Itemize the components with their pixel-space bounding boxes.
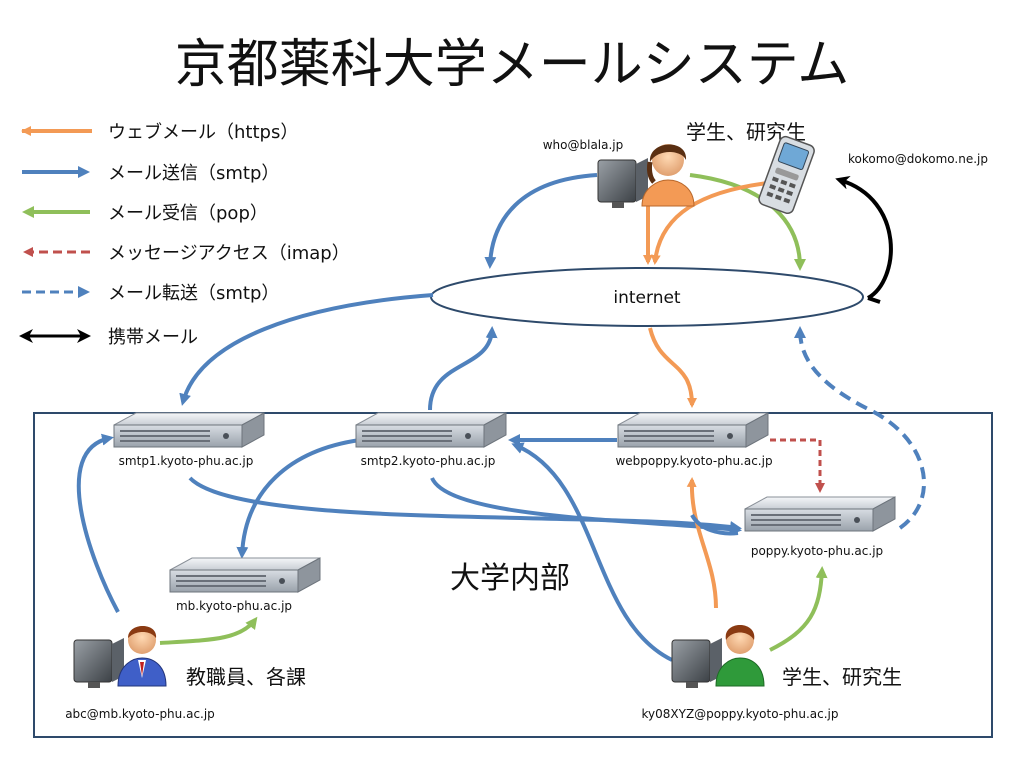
arrow-poppy-student (769, 566, 828, 652)
server-label: smtp2.kyoto-phu.ac.jp (361, 454, 496, 468)
legend-item-imap: メッセージアクセス（imap） (23, 243, 350, 264)
server-icon (169, 557, 321, 593)
server-icon (355, 412, 507, 448)
user-email: abc@mb.kyoto-phu.ac.jp (65, 707, 215, 721)
server-mb: mb.kyoto-phu.ac.jp (169, 557, 321, 613)
university-region (33, 412, 993, 738)
mobile-phone-icon (758, 135, 815, 215)
legend-item-mobile: 携帯メール (19, 327, 198, 348)
page-title: 京都薬科大学メールシステム (175, 35, 849, 95)
legend-label-smtp-send: メール送信（smtp） (108, 163, 279, 184)
legend-label-webmail: ウェブメール（https） (108, 121, 298, 143)
user-role: 学生、研究生 (782, 665, 902, 689)
mobile-phone: kokomo@dokomo.ne.jp (758, 135, 988, 215)
server-smtp2: smtp2.kyoto-phu.ac.jp (355, 412, 507, 468)
legend: ウェブメール（https） メール送信（smtp） メール受信（pop） メッセ… (19, 121, 350, 348)
user-role: 教職員、各課 (186, 665, 306, 689)
legend-label-pop: メール受信（pop） (108, 203, 268, 224)
user-at-computer-icon (597, 144, 695, 208)
arrow-poppy-forward (794, 326, 926, 530)
arrow-ext-send (484, 173, 598, 269)
region-label: 大学内部 (450, 561, 570, 596)
server-label: mb.kyoto-phu.ac.jp (176, 599, 292, 613)
server-poppy: poppy.kyoto-phu.ac.jp (744, 496, 896, 558)
legend-item-pop: メール受信（pop） (22, 203, 268, 224)
legend-item-webmail: ウェブメール（https） (21, 121, 298, 143)
server-icon (744, 496, 896, 532)
user-at-computer-icon (73, 626, 167, 688)
arrow-smtp2-mb (236, 438, 361, 559)
server-icon (617, 412, 769, 448)
arrow-internet-webpoppy (648, 327, 697, 408)
external-user: who@blala.jp 学生、研究生 (543, 120, 806, 208)
student-user: 学生、研究生 ky08XYZ@poppy.kyoto-phu.ac.jp (642, 625, 902, 721)
arrow-mobile-link (835, 175, 893, 300)
arrow-student-smtp2 (511, 442, 673, 662)
legend-label-mobile: 携帯メール (108, 327, 198, 348)
server-smtp1: smtp1.kyoto-phu.ac.jp (113, 412, 265, 468)
legend-item-forward: メール転送（smtp） (22, 283, 279, 304)
server-label: webpoppy.kyoto-phu.ac.jp (615, 454, 772, 468)
user-email: ky08XYZ@poppy.kyoto-phu.ac.jp (642, 707, 839, 721)
arrow-internet-smtp1 (179, 293, 434, 406)
arrow-mobile-https (650, 180, 777, 265)
arrow-smtp1-poppy (188, 476, 742, 533)
server-webpoppy: webpoppy.kyoto-phu.ac.jp (615, 412, 773, 468)
connections (76, 173, 926, 662)
arrow-smtp2-internet (428, 326, 498, 411)
internet-node: internet (430, 267, 864, 327)
server-label: smtp1.kyoto-phu.ac.jp (119, 454, 254, 468)
user-at-computer-icon (671, 625, 765, 688)
legend-label-forward: メール転送（smtp） (108, 283, 279, 304)
arrow-webpoppy-poppy (770, 438, 825, 493)
server-label: poppy.kyoto-phu.ac.jp (751, 544, 883, 558)
user-email: who@blala.jp (543, 138, 624, 152)
mobile-email: kokomo@dokomo.ne.jp (848, 152, 988, 166)
legend-label-imap: メッセージアクセス（imap） (108, 243, 350, 264)
arrow-student-webpoppy (686, 477, 718, 609)
server-icon (113, 412, 265, 448)
internet-label: internet (613, 288, 681, 308)
arrow-staff-smtp1 (76, 433, 120, 613)
arrow-mb-staff (159, 616, 258, 645)
staff-user: 教職員、各課 abc@mb.kyoto-phu.ac.jp (65, 626, 306, 721)
legend-item-smtp-send: メール送信（smtp） (22, 163, 279, 184)
